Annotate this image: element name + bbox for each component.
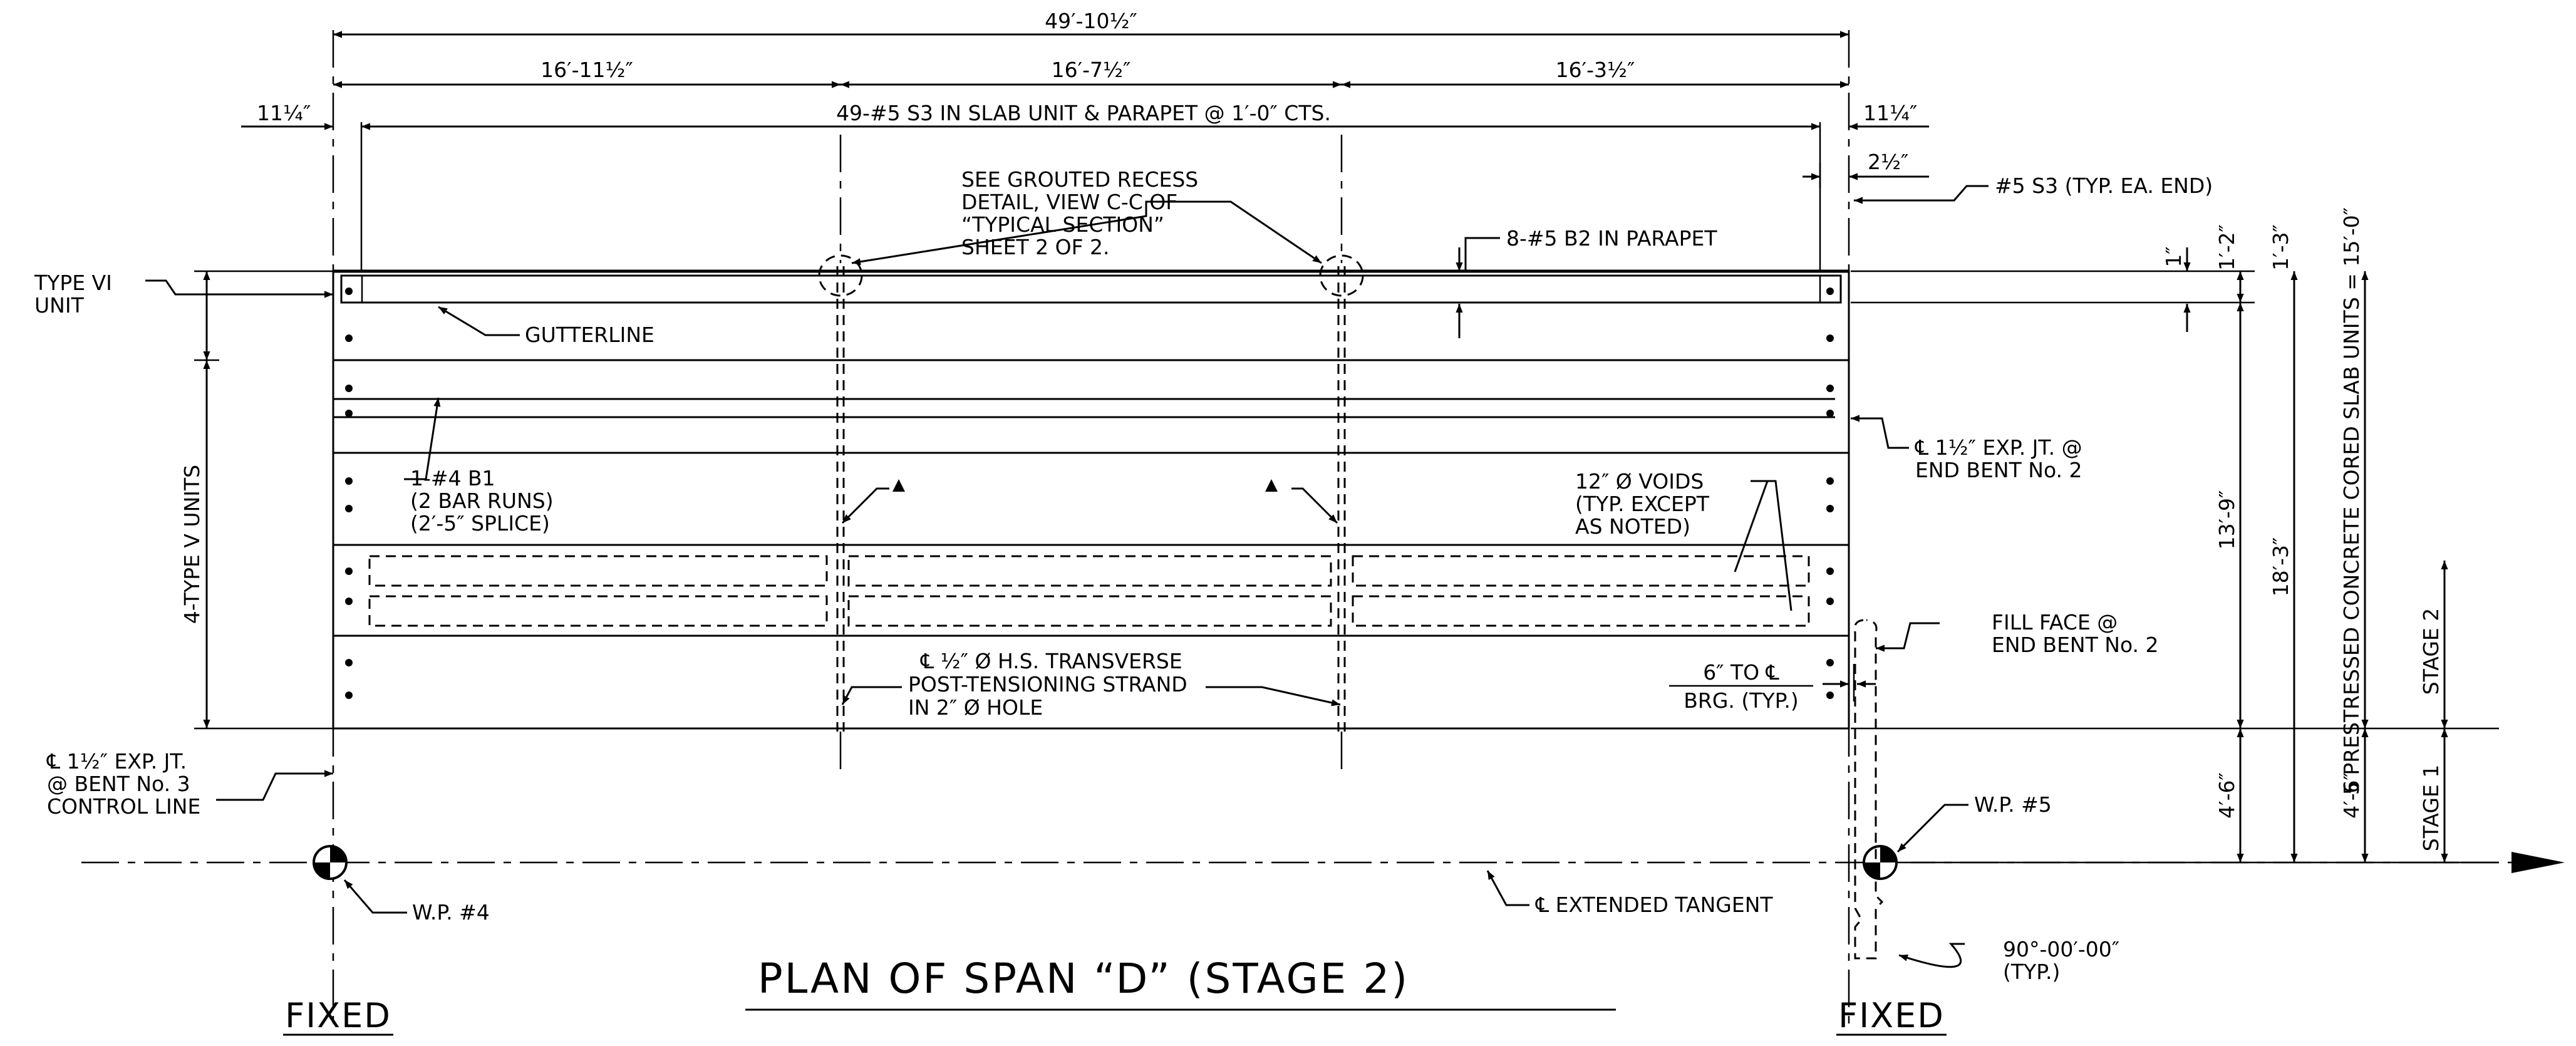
seg2-dim: 16′-7½″ — [1052, 58, 1131, 82]
thirteen-nine-dim: 13′-9″ — [2215, 490, 2239, 550]
triangle-marker-icon — [1265, 479, 1278, 492]
slab-outline — [332, 269, 1850, 730]
voids-note-3: AS NOTED) — [1575, 514, 1690, 539]
six-to-cl-dim: 6″ TO ℄ — [1703, 660, 1779, 685]
seg3-dim: 16′-3½″ — [1556, 58, 1635, 82]
wp5-symbol-icon — [1863, 845, 1898, 880]
voids-note-1: 12″ Ø VOIDS — [1575, 469, 1704, 494]
wp5-note: W.P. #5 — [1974, 792, 2052, 817]
strand-note-1: ℄ ½″ Ø H.S. TRANSVERSE — [920, 649, 1182, 673]
units-text-dim: 5 PRESTRESSED CONCRETE CORED SLAB UNITS … — [2339, 207, 2364, 795]
tangent-arrow-icon — [2511, 852, 2565, 873]
s3-typ-note: #5 S3 (TYP. EA. END) — [1995, 173, 2213, 198]
left-offset-dim: 11¼″ — [257, 101, 311, 125]
expjt2-note-1: ℄ 1½″ EXP. JT. @ — [1915, 435, 2082, 460]
half-inch-dim: 2½″ — [1868, 150, 1908, 174]
fixed-right-label: FIXED — [1838, 996, 1945, 1035]
type-vi-note-2: UNIT — [34, 293, 85, 318]
stage2-label: STAGE 2 — [2419, 608, 2443, 695]
wp4-symbol-icon — [313, 845, 348, 880]
one-two-dim: 1′-2″ — [2215, 224, 2239, 271]
fill-face-outline — [1853, 619, 1884, 960]
dimension-labels: 49′-10½″ 16′-11½″ 16′-7½″ 16′-3½″ 49-#5 … — [180, 9, 2443, 851]
four-six-b-dim: 4′-6″ — [2339, 772, 2364, 819]
edge-dots — [345, 287, 1834, 699]
one-inch-dim: 1″ — [2161, 246, 2186, 267]
b1-note-2: (2 BAR RUNS) — [410, 489, 554, 513]
strand-note-2: POST-TENSIONING STRAND — [908, 672, 1187, 696]
void-outlines — [368, 555, 1810, 627]
title-block: PLAN OF SPAN “D” (STAGE 2) FIXED FIXED — [283, 955, 1947, 1036]
angle-note-1: 90°-00′-00″ — [2003, 937, 2119, 961]
b1-note-1: 1-#4 B1 — [410, 466, 495, 490]
wp4-note: W.P. #4 — [412, 900, 490, 924]
grouted-note-3: “TYPICAL SECTION” — [961, 212, 1164, 237]
leader-lines — [145, 185, 1989, 968]
notes: #5 S3 (TYP. EA. END) SEE GROUTED RECESS … — [34, 167, 2213, 984]
dimension-lines — [194, 31, 2499, 864]
one-three-dim: 1′-3″ — [2268, 224, 2293, 271]
expjt2-note-2: END BENT No. 2 — [1915, 458, 2082, 482]
grouted-note-2: DETAIL, VIEW C-C OF — [961, 190, 1177, 214]
eighteen-three-dim: 18′-3″ — [2268, 537, 2293, 597]
grouted-note-1: SEE GROUTED RECESS — [961, 167, 1198, 192]
b2-note: 8-#5 B2 IN PARAPET — [1506, 226, 1717, 251]
expjt3-note-3: CONTROL LINE — [47, 794, 200, 819]
b1-note-3: (2′-5″ SPLICE) — [410, 511, 550, 536]
drawing-title: PLAN OF SPAN “D” (STAGE 2) — [758, 955, 1409, 1003]
s3-bars-dim: 49-#5 S3 IN SLAB UNIT & PARAPET @ 1′-0″ … — [836, 101, 1331, 125]
fill-note-1: FILL FACE @ — [1992, 610, 2118, 634]
angle-note-2: (TYP.) — [2003, 960, 2060, 984]
stage1-label: STAGE 1 — [2419, 765, 2443, 851]
fill-note-2: END BENT No. 2 — [1992, 633, 2159, 657]
expjt3-note-1: ℄ 1½″ EXP. JT. — [46, 749, 187, 774]
gutter-note: GUTTERLINE — [525, 323, 654, 347]
expjt3-note-2: @ BENT No. 3 — [47, 772, 190, 796]
brg-dim: BRG. (TYP.) — [1684, 688, 1798, 713]
triangle-marker-icon — [892, 479, 905, 492]
type-vi-note-1: TYPE VI — [34, 271, 112, 295]
grouted-note-4: SHEET 2 OF 2. — [961, 235, 1110, 259]
overall-dim: 49′-10½″ — [1045, 9, 1137, 33]
voids-note-2: (TYP. EXCEPT — [1575, 492, 1710, 516]
strand-note-3: IN 2″ Ø HOLE — [908, 695, 1043, 720]
right-offset-dim: 11¼″ — [1863, 101, 1917, 125]
type-v-label: 4-TYPE V UNITS — [180, 465, 204, 624]
seg1-dim: 16′-11½″ — [541, 58, 633, 82]
post-tension-strands — [818, 254, 1364, 732]
four-six-a-dim: 4′-6″ — [2215, 772, 2239, 819]
tangent-note: ℄ EXTENDED TANGENT — [1535, 893, 1773, 917]
fixed-left-label: FIXED — [285, 996, 391, 1035]
